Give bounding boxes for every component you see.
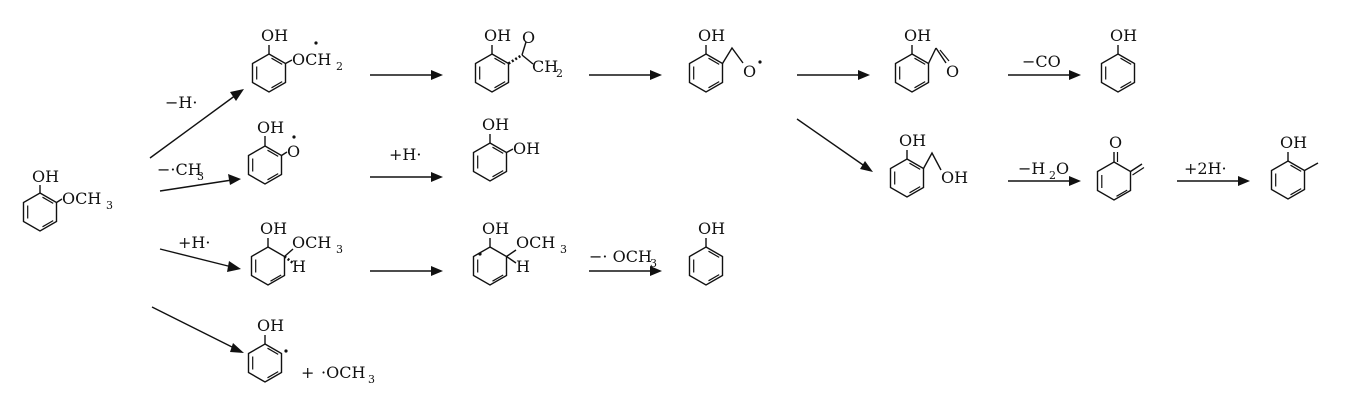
label-h: H xyxy=(292,257,306,276)
arrow-minus-co xyxy=(1008,70,1081,80)
molecule-alkoxy-radical: OH O xyxy=(688,26,762,93)
molecule-o-cresol: OH xyxy=(1270,133,1319,200)
arrow-plus-2h xyxy=(1177,176,1250,186)
label-oh: OH xyxy=(260,219,287,238)
subscript-3: 3 xyxy=(197,170,204,183)
label-o: O xyxy=(743,62,756,81)
label-o: O xyxy=(287,142,300,161)
arrow-label-minus-ch3: −·CH xyxy=(157,160,202,179)
label-oh: OH xyxy=(257,316,284,335)
arrow-label-minus-h: −H· xyxy=(165,93,197,112)
arrow-to-hydrogenated-radical xyxy=(159,248,241,272)
label-o: O xyxy=(1109,133,1122,152)
subscript-3: 3 xyxy=(560,243,567,256)
molecule-phenol-row3: OH xyxy=(688,219,725,286)
arrow-label-minus-och3: −· OCH xyxy=(589,247,652,266)
label-oh: OH xyxy=(899,131,926,150)
label-oh: OH xyxy=(513,139,540,158)
molecule-cyclohexadienyl-radical: OH OCH 3 H xyxy=(472,219,567,286)
molecule-catechol: OH OH xyxy=(472,115,540,182)
label-oh: OH xyxy=(1110,26,1137,45)
label-oh: OH xyxy=(261,26,288,45)
label-o: O xyxy=(946,62,959,81)
arrow-minus-och3 xyxy=(589,266,662,276)
molecule-hydroxyphenyl-radical: OH xyxy=(247,316,288,383)
label-oh: OH xyxy=(1280,133,1307,152)
arrow-label-minus-h2o: −H xyxy=(1018,159,1045,178)
subscript-2: 2 xyxy=(556,67,563,80)
subscript-3: 3 xyxy=(336,243,343,256)
subscript-3: 3 xyxy=(650,257,657,270)
label-och2: OCH xyxy=(292,50,331,69)
label-h: H xyxy=(516,257,530,276)
label-ch2: CH xyxy=(532,57,558,76)
label-och3: OCH xyxy=(62,189,101,208)
arrow-to-phenyl-radical xyxy=(151,306,244,353)
molecule-hydrogenated-radical: OH OCH 3 H xyxy=(250,219,343,286)
label-oh: OH xyxy=(484,26,511,45)
arrow-row1-1 xyxy=(370,70,443,80)
label-oh: OH xyxy=(482,219,509,238)
label-oh: OH xyxy=(482,115,509,134)
label-oh: OH xyxy=(698,26,725,45)
methoxy-radical: ·OCH xyxy=(321,363,365,382)
arrow-to-catechol-radical xyxy=(159,174,241,192)
arrow-row1-3 xyxy=(797,70,870,80)
molecule-hydroxybenzyl-alcohol: OH OH xyxy=(889,131,968,198)
molecule-phenoxymethyl-radical: OH OCH 2 xyxy=(251,26,343,93)
label-och3: OCH xyxy=(292,233,331,252)
arrow-minus-h2o xyxy=(1008,176,1081,186)
label-o: O xyxy=(522,28,535,47)
label-oh: OH xyxy=(698,219,725,238)
subscript-2: 2 xyxy=(1049,169,1056,182)
molecule-epoxide-intermediate: OH O CH 2 xyxy=(474,26,563,93)
label-oh: OH xyxy=(941,168,968,187)
arrow-label-minus-co: −CO xyxy=(1022,52,1061,71)
arrow-label-plus-h: +H· xyxy=(178,233,210,252)
arrow-plus-h-to-catechol xyxy=(370,172,443,182)
arrow-row3-1 xyxy=(370,266,443,276)
label-oh: OH xyxy=(904,26,931,45)
arrow-label-plus-h-top: +H· xyxy=(389,145,421,164)
subscript-2: 2 xyxy=(336,60,343,73)
molecule-guaiacol: OH OCH 3 xyxy=(22,167,113,232)
arrow-row1-2 xyxy=(589,70,662,80)
molecule-phenol-row1: OH xyxy=(1100,26,1137,93)
arrow-to-hydroxybenzyl-alcohol xyxy=(796,118,873,172)
subscript-3: 3 xyxy=(368,373,375,386)
label-och3: OCH xyxy=(516,233,555,252)
subscript-3: 3 xyxy=(106,199,113,212)
molecule-catechol-radical: OH O xyxy=(247,118,300,185)
molecule-salicylaldehyde: OH O xyxy=(894,26,959,93)
label-oh: OH xyxy=(257,118,284,137)
molecule-quinone-methide: O xyxy=(1096,133,1145,201)
label-oh: OH xyxy=(32,167,59,186)
arrow-to-phenoxy-methylene-radical xyxy=(149,89,244,159)
plus-sign: + xyxy=(301,363,314,382)
arrow-label-plus-2h: +2H· xyxy=(1184,159,1227,178)
arrow-label-minus-h2o-tail: O xyxy=(1056,159,1069,178)
